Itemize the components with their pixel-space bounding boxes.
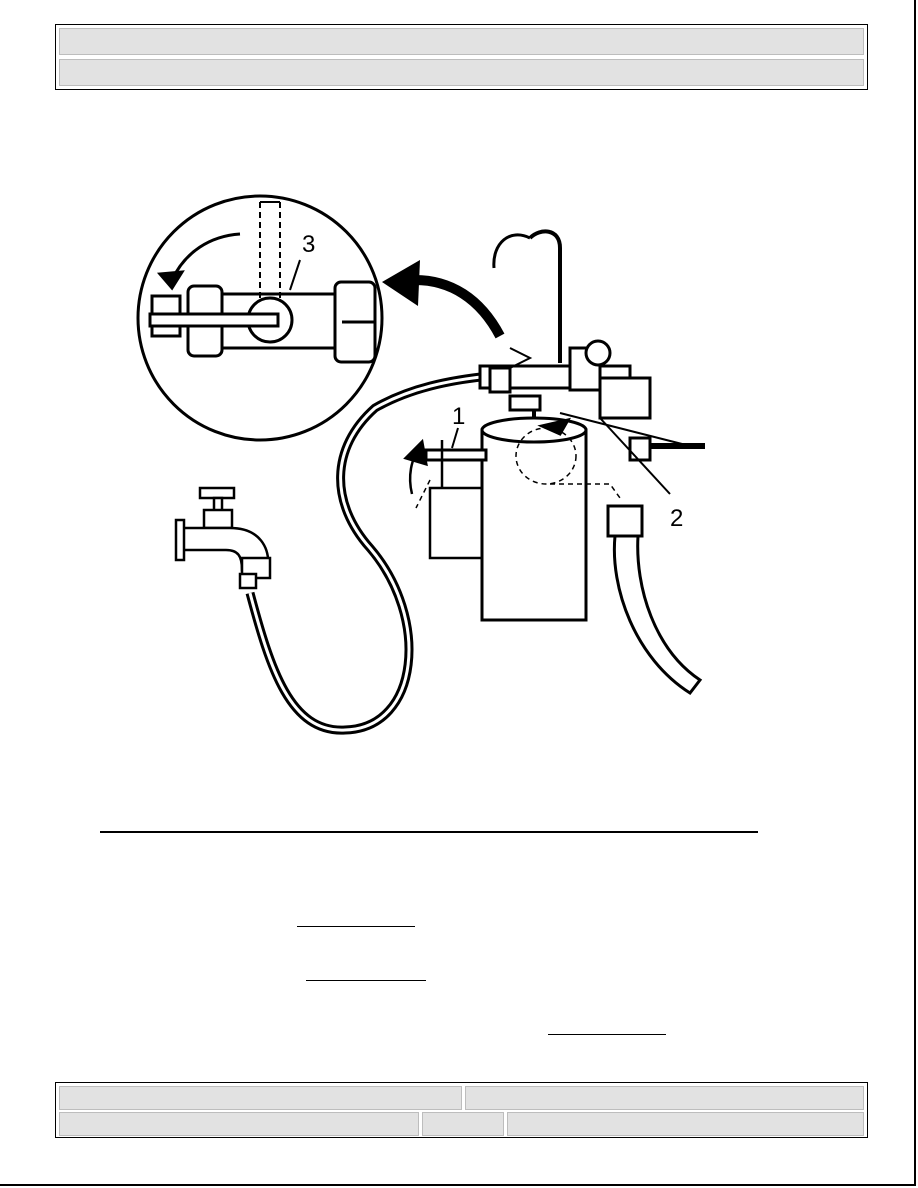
supply-hose [245,371,491,735]
underline-1 [297,926,415,927]
footer-cell-b [465,1086,864,1110]
document-header [55,24,868,90]
footer-cell-c [59,1112,419,1136]
underline-3 [548,1034,666,1035]
callout-1: 1 [452,403,465,430]
document-footer [55,1082,868,1138]
manifold-assembly [478,229,705,462]
callout-1-leader [451,427,459,449]
header-row-1 [59,28,864,55]
drain-hose [606,504,703,696]
pointer-arrow [382,260,505,339]
pressure-tank-illustration: 3 1 2 [136,194,705,735]
footer-cell-e [507,1112,864,1136]
pressure-tank [403,403,621,622]
separator-rule [100,831,758,833]
header-row-2 [59,59,864,86]
callout-3: 3 [302,231,315,258]
footer-cell-d [422,1112,504,1136]
callout-2-leader [599,417,671,495]
callout-2: 2 [670,505,683,532]
valve-detail-inset [136,194,384,442]
footer-cell-a [59,1086,462,1110]
underline-2 [306,980,426,981]
water-faucet [174,486,272,590]
